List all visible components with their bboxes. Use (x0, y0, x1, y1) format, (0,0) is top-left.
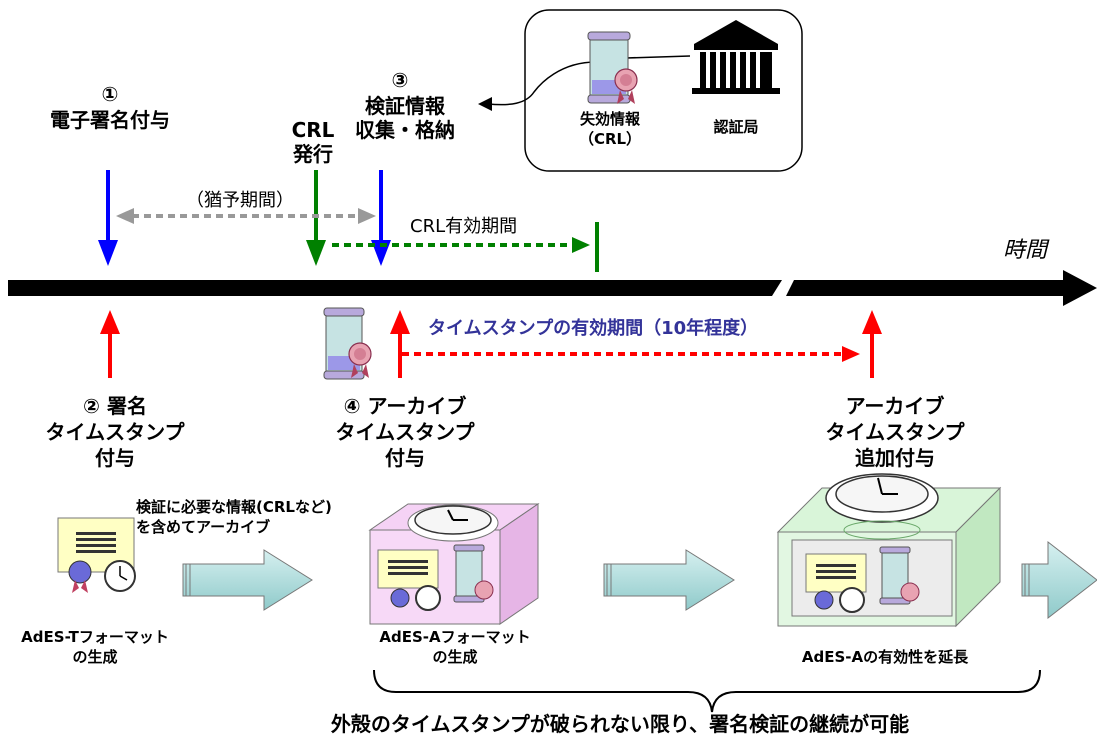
crl-scroll-icon (587, 31, 638, 104)
step-2-line1: ② 署名 (83, 394, 147, 418)
ades-a-extended-box (776, 473, 1002, 628)
certificate-authority-icon (692, 20, 780, 94)
ades-t-caption-line1: AdES-Tフォーマット (21, 628, 169, 646)
crl-validity-arrow (332, 222, 599, 272)
additional-archive-timestamp-arrow (862, 310, 882, 378)
ades-a-archive-box (368, 503, 540, 625)
verification-arrow (371, 170, 391, 266)
crl-issue-line1: CRL (291, 118, 335, 142)
crl-issue-arrow (306, 170, 326, 266)
step-4-line1: ④ アーカイブ (343, 394, 467, 418)
step-5-line2: タイムスタンプ (825, 420, 965, 444)
timestamp-validity-arrow (402, 346, 860, 362)
ades-t-document-icon (57, 517, 136, 593)
grace-period-arrow (116, 208, 376, 224)
archive-timestamp-arrow (390, 310, 410, 378)
step-4-line3: 付与 (385, 446, 425, 470)
step-1-label: 電子署名付与 (50, 108, 170, 132)
step-3-line2: 収集・格納 (355, 118, 455, 142)
crl-caption-line1: 失効情報 (579, 110, 640, 128)
ades-a-caption-line1: AdES-Aフォーマット (379, 628, 531, 646)
step-5-line3: 追加付与 (855, 446, 935, 470)
signature-arrow (98, 170, 118, 266)
step-4-line2: タイムスタンプ (335, 420, 475, 444)
ades-a-caption-line2: の生成 (432, 648, 478, 666)
time-axis-label: 時間 (1002, 238, 1047, 263)
crl-validity-label: CRL有効期間 (410, 216, 518, 237)
timestamp-validity-label: タイムスタンプの有効期間（10年程度） (428, 318, 759, 339)
step-3-number: ③ (391, 68, 409, 92)
ades-a-extend-caption: AdES-Aの有効性を延長 (801, 648, 969, 666)
conclusion-text: 外殻のタイムスタンプが破られない限り、署名検証の継続が可能 (330, 712, 910, 736)
crl-caption-line2: （CRL） (578, 130, 642, 148)
timeline-arrow (8, 270, 1097, 306)
flow-arrow-2 (603, 549, 735, 611)
archived-crl-scroll-icon (323, 307, 372, 380)
flow-arrow-3 (1021, 540, 1097, 620)
archive-note-line2: を含めてアーカイブ (136, 518, 271, 536)
crl-connector (487, 61, 597, 106)
step-5-line1: アーカイブ (845, 394, 945, 418)
step-2-line2: タイムスタンプ (45, 420, 185, 444)
authority-caption: 認証局 (713, 118, 759, 136)
flow-arrow-1 (182, 549, 313, 611)
step-3-line1: 検証情報 (365, 94, 445, 118)
ades-t-caption-line2: の生成 (72, 648, 118, 666)
step-2-line3: 付与 (95, 446, 135, 470)
archive-note-line1: 検証に必要な情報(CRLなど) (136, 498, 332, 516)
step-1-number: ① (101, 82, 119, 106)
grace-period-label: （猶予期間） (186, 190, 294, 211)
scope-brace (373, 669, 1041, 713)
crl-issue-line2: 発行 (293, 142, 333, 166)
signature-timestamp-arrow (100, 310, 120, 378)
